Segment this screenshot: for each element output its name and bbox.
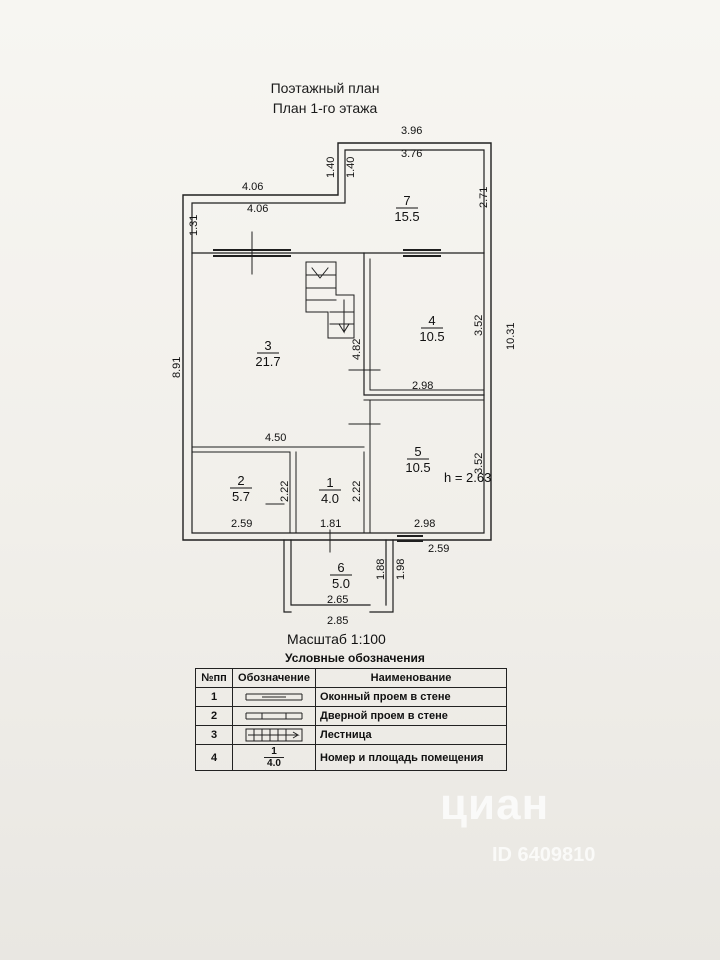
dim-notch-2: 1.40 <box>345 157 357 178</box>
dim-room4-height: 3.52 <box>473 315 485 336</box>
stair-arrow <box>311 267 350 334</box>
room-number: 4 <box>428 313 435 328</box>
room-area: 10.5 <box>419 329 444 344</box>
legend-row: 1 Оконный проем в стене <box>195 687 507 707</box>
legend-row-name: Номер и площадь помещения <box>315 744 507 771</box>
dim-top-inner: 3.76 <box>401 148 422 160</box>
room-number: 1 <box>326 475 333 490</box>
room7-wall <box>191 149 485 254</box>
room-number: 7 <box>403 193 410 208</box>
wall-room4-b <box>369 258 485 391</box>
wall-room2 <box>289 451 365 534</box>
room-area: 5.0 <box>332 576 350 591</box>
room-label-area: 4.0 <box>264 757 284 769</box>
legend-row-num: 4 <box>195 744 233 771</box>
legend-row: 4 1 4.0 Номер и площадь помещения <box>195 744 507 771</box>
room-number: 5 <box>414 444 421 459</box>
dim-notch-1: 1.40 <box>325 157 337 178</box>
dim-room2-height: 2.22 <box>279 481 291 502</box>
room-number: 2 <box>237 473 244 488</box>
room-label-symbol: 1 4.0 <box>232 744 316 771</box>
dim-left-upper-outer: 4.06 <box>242 181 263 193</box>
watermark: циан ID 6409810 <box>440 780 650 870</box>
dim-room7-height: 2.71 <box>478 187 490 208</box>
dim-room5-width: 2.98 <box>414 518 435 530</box>
legend-title: Условные обозначения <box>285 651 425 665</box>
wall-room5 <box>363 399 485 534</box>
legend-row-num: 1 <box>195 687 233 707</box>
dim-room5-height: 3.52 <box>473 453 485 474</box>
dim-porch-inner: 2.65 <box>327 594 348 606</box>
legend-table: №пп Обозначение Наименование 1 Оконный п… <box>195 668 507 771</box>
wall-room3-bottom <box>191 446 365 453</box>
stairs <box>305 261 355 339</box>
window-symbol-icon <box>232 687 316 707</box>
door-symbol-icon <box>232 706 316 726</box>
legend-row-name: Оконный проем в стене <box>315 687 507 707</box>
dim-room4-width: 2.98 <box>412 380 433 392</box>
legend-row-name: Лестница <box>315 725 507 745</box>
outer-wall <box>182 142 492 541</box>
legend-header-symbol: Обозначение <box>232 668 316 688</box>
dim-left-height: 8.91 <box>171 357 183 378</box>
legend-header-row: №пп Обозначение Наименование <box>195 668 507 688</box>
room-area: 4.0 <box>321 491 339 506</box>
page-title: Поэтажный план <box>270 80 380 96</box>
dim-left-upper-inner: 4.06 <box>247 203 268 215</box>
room-area: 21.7 <box>255 354 280 369</box>
scale-label: Масштаб 1:100 <box>287 631 386 647</box>
window-bottom-right <box>397 535 423 542</box>
window-top-right <box>403 249 441 257</box>
watermark-logo: циан <box>440 780 550 829</box>
porch-wall <box>283 539 394 613</box>
room-label-fraction: 1 4.0 <box>264 746 284 769</box>
legend-row: 2 Дверной проем в стене <box>195 706 507 726</box>
dim-porch-h2: 1.98 <box>395 559 407 580</box>
dim-room2-width: 2.59 <box>231 518 252 530</box>
legend-row-num: 2 <box>195 706 233 726</box>
legend-header-num: №пп <box>195 668 233 688</box>
watermark-id: ID 6409810 <box>492 844 596 866</box>
room-number: 6 <box>337 560 344 575</box>
dim-right-bottom: 2.59 <box>428 543 449 555</box>
dim-top-outer: 3.96 <box>401 125 422 137</box>
room-label-number: 1 <box>271 746 277 757</box>
dim-porch-outer: 2.85 <box>327 615 348 627</box>
legend-header-name: Наименование <box>315 668 507 688</box>
legend-row-name: Дверной проем в стене <box>315 706 507 726</box>
legend-row-num: 3 <box>195 725 233 745</box>
dim-left-upper-height: 1.31 <box>188 215 200 236</box>
room-area: 5.7 <box>232 489 250 504</box>
room-area: 10.5 <box>405 460 430 475</box>
legend-row: 3 Лестница <box>195 725 507 745</box>
stairs-symbol-icon <box>232 725 316 745</box>
ceiling-height: h = 2.63 <box>444 470 491 485</box>
dim-room1-width: 1.81 <box>320 518 341 530</box>
page-subtitle: План 1-го этажа <box>272 100 378 116</box>
dim-overall-height: 10.31 <box>505 322 517 350</box>
dim-porch-h1: 1.88 <box>375 559 387 580</box>
wall-room4 <box>363 252 485 396</box>
dim-room3-width: 4.50 <box>265 432 286 444</box>
room-number: 3 <box>264 338 271 353</box>
dim-stair-height: 4.82 <box>351 339 363 360</box>
dim-room1-height: 2.22 <box>351 481 363 502</box>
room-area: 15.5 <box>394 209 419 224</box>
